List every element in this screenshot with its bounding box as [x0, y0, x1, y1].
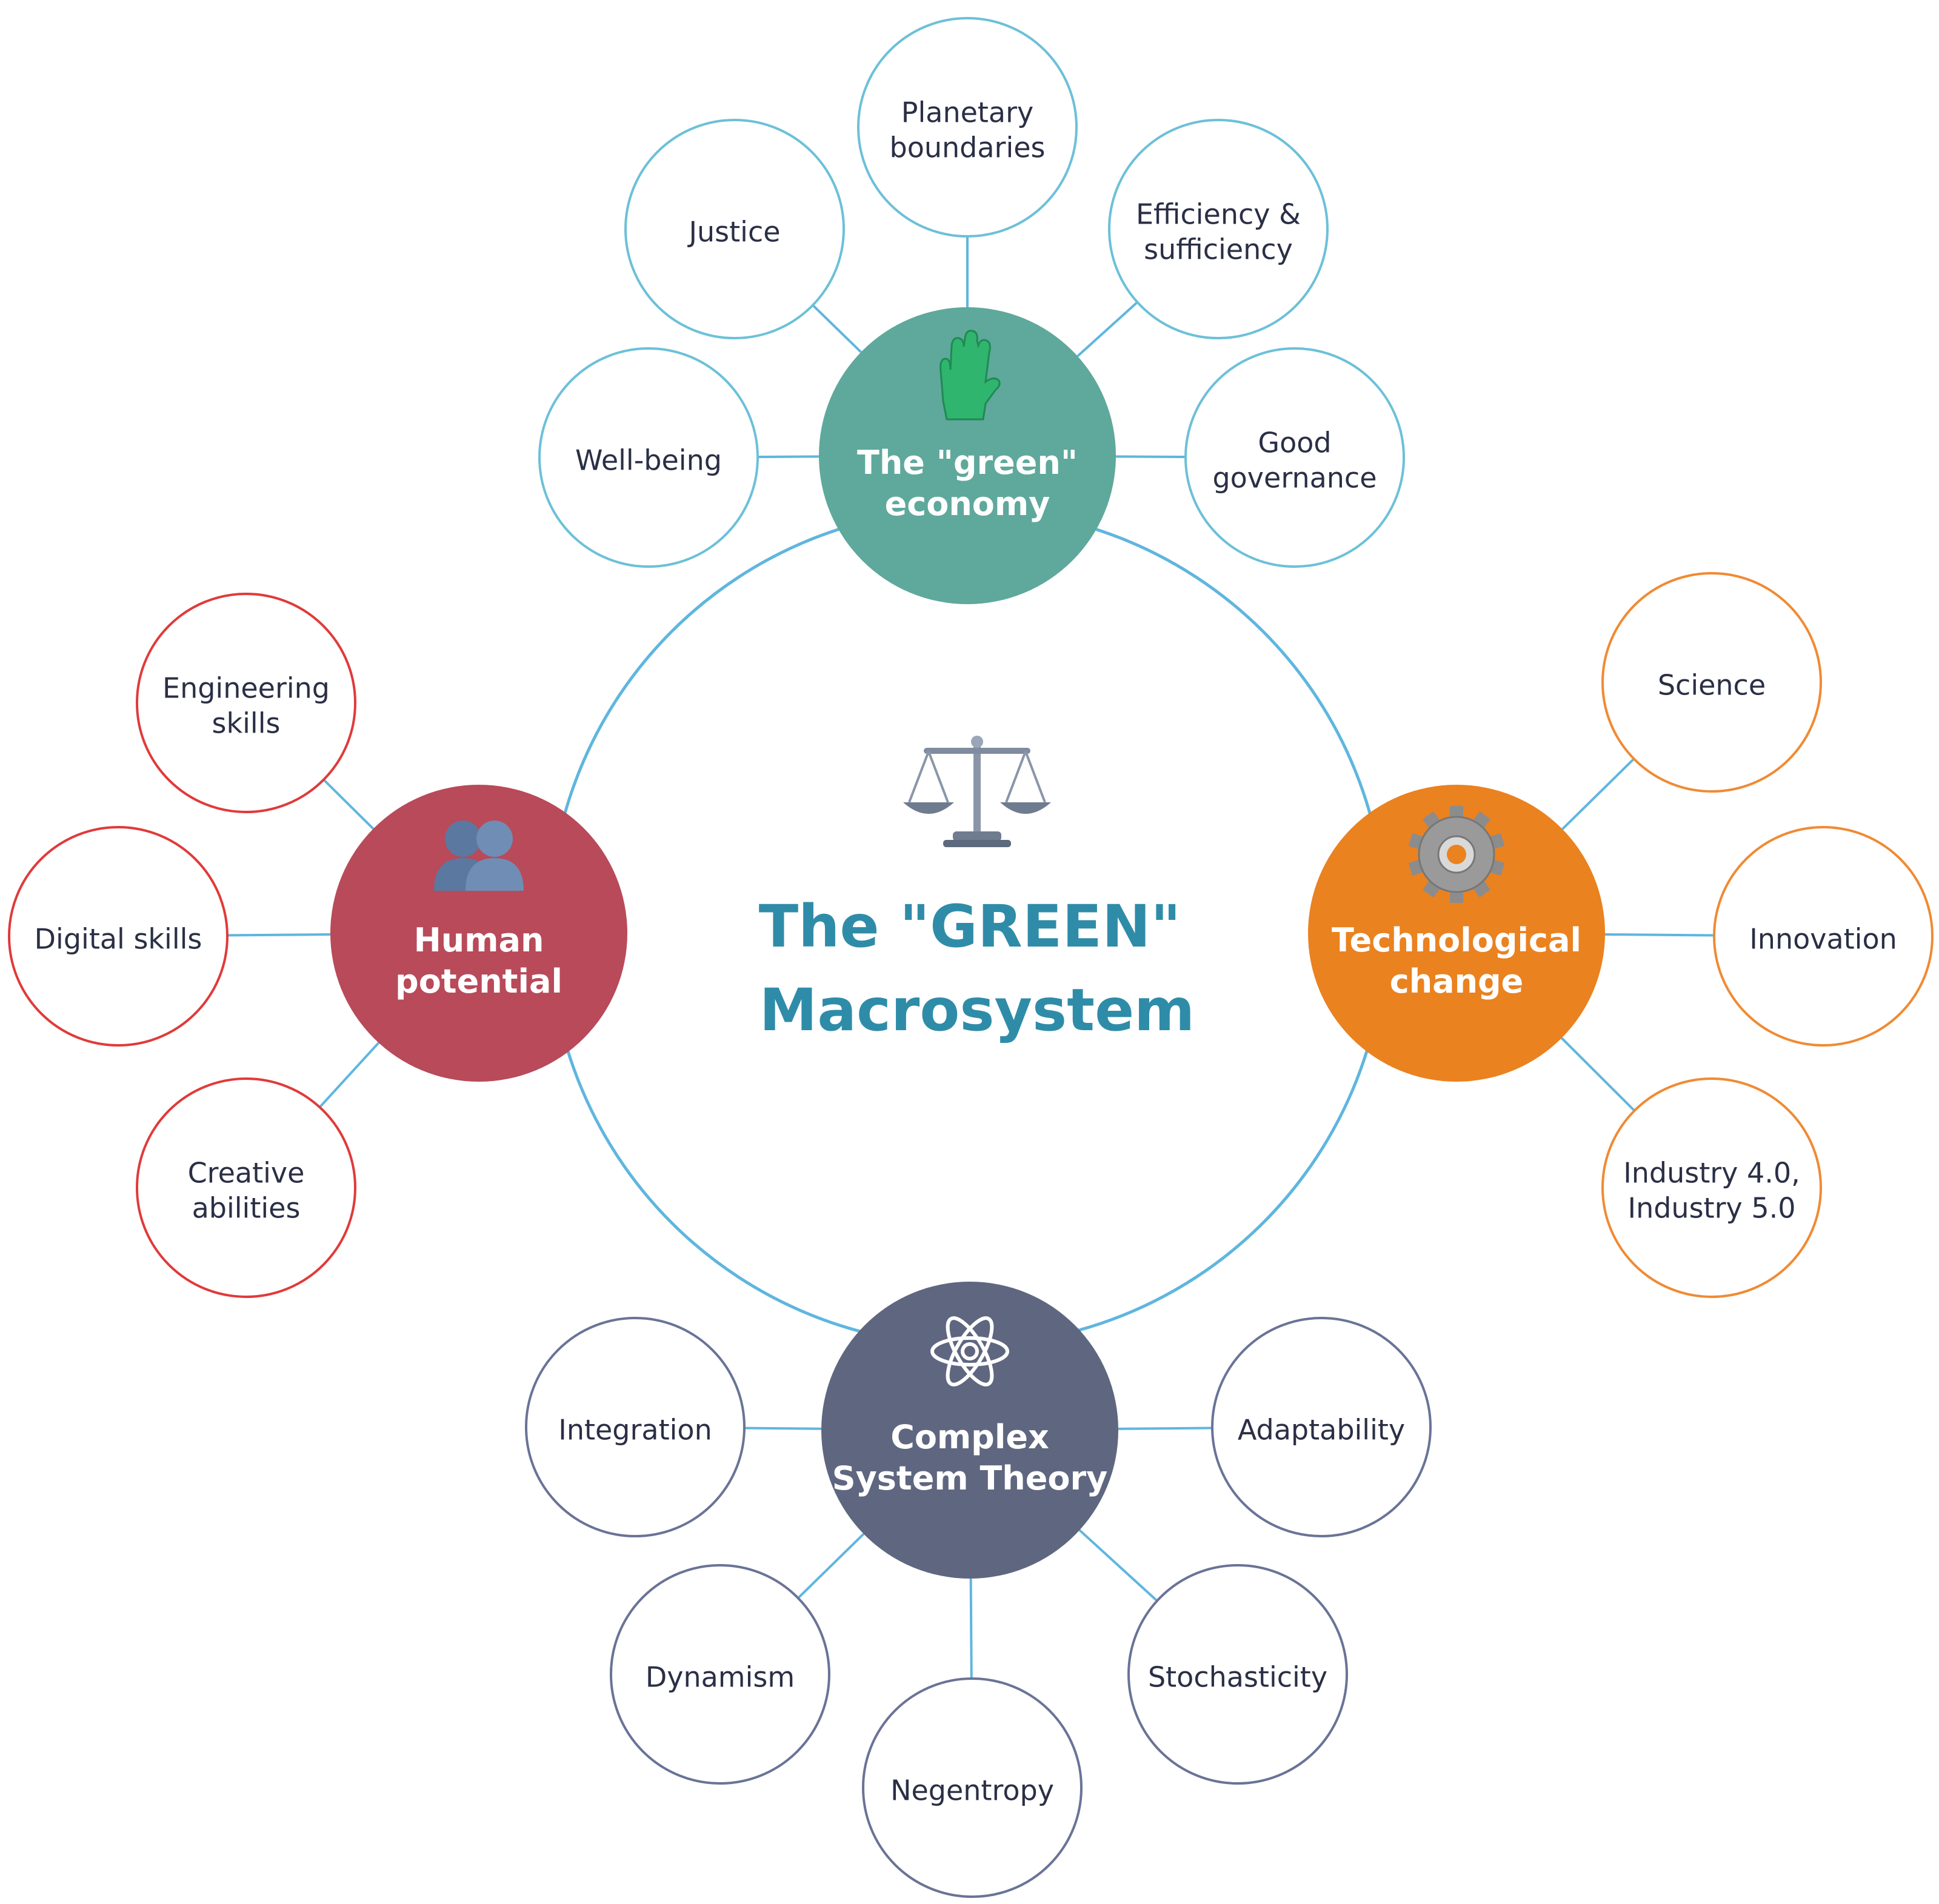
leaf-circle	[1127, 1564, 1348, 1785]
connector-digital-skills	[227, 933, 331, 937]
leaf-label-industry-line-1: Industry 4.0,	[1623, 1156, 1800, 1189]
connector-good-governance	[1115, 455, 1186, 458]
leaf-node-efficiency-sufficiency: Efficiency &sufficiency	[1108, 119, 1329, 339]
leaf-circle	[862, 1677, 1083, 1898]
gear-icon	[1408, 806, 1505, 903]
hub-circle	[330, 785, 627, 1082]
balance-scale-icon	[903, 736, 1051, 847]
connector-adaptability	[1118, 1426, 1213, 1430]
leaf-label-planetary-boundaries-line-2: boundaries	[890, 131, 1046, 164]
connector-industry	[1561, 1037, 1635, 1112]
leaf-circle	[8, 826, 229, 1047]
connector-dynamism	[797, 1533, 865, 1599]
hub-circle	[821, 1282, 1118, 1579]
connector-integration	[744, 1426, 822, 1430]
leaf-node-well-being: Well-being	[538, 347, 759, 568]
hub-green-economy: The "green"economy	[819, 307, 1116, 604]
leaf-label-efficiency-sufficiency-line-1: Efficiency &	[1136, 198, 1301, 230]
hub-label-human-potential-line-2: potential	[395, 962, 562, 1000]
leaf-circle	[857, 17, 1078, 238]
leaf-node-innovation: Innovation	[1713, 826, 1934, 1047]
connector-negentropy	[969, 1578, 973, 1679]
leaf-circle	[1108, 119, 1329, 339]
connectors	[227, 236, 1715, 1679]
hub-label-technological-change-line-1: Technological	[1332, 921, 1581, 959]
leaf-node-justice: Justice	[624, 119, 845, 339]
leaf-label-justice-line-1: Justice	[687, 215, 780, 248]
leaf-circle	[1713, 826, 1934, 1047]
leaf-label-digital-skills-line-1: Digital skills	[35, 922, 202, 955]
leaf-node-digital-skills: Digital skills	[8, 826, 229, 1047]
leaf-circle	[1601, 572, 1822, 793]
leaf-label-dynamism-line-1: Dynamism	[646, 1660, 795, 1693]
leaf-label-industry-line-2: Industry 5.0	[1628, 1191, 1796, 1224]
hub-circle	[819, 307, 1116, 604]
leaf-node-adaptability: Adaptability	[1211, 1317, 1432, 1537]
leaf-label-efficiency-sufficiency-line-2: sufficiency	[1144, 233, 1293, 265]
hub-circle	[1308, 785, 1605, 1082]
leaf-circle	[136, 1077, 356, 1298]
leaf-label-stochasticity-line-1: Stochasticity	[1148, 1660, 1327, 1693]
leaf-label-well-being-line-1: Well-being	[575, 444, 722, 476]
leaf-label-negentropy-line-1: Negentropy	[890, 1774, 1054, 1806]
leaf-label-science-line-1: Science	[1658, 668, 1766, 701]
leaf-node-science: Science	[1601, 572, 1822, 793]
hub-label-technological-change-line-2: change	[1390, 962, 1524, 1000]
connector-well-being	[757, 455, 819, 458]
diagram-title-line-1: The "GREEN"	[759, 893, 1181, 960]
leaf-label-creative-abilities-line-1: Creative	[188, 1156, 305, 1189]
hub-label-green-economy-line-2: economy	[885, 485, 1050, 523]
diagram-title-line-2: Macrosystem	[759, 976, 1195, 1044]
leaf-label-good-governance-line-1: Good	[1258, 426, 1331, 459]
connector-stochasticity	[1078, 1529, 1158, 1602]
leaf-circle	[1184, 347, 1405, 568]
leaf-label-innovation-line-1: Innovation	[1749, 922, 1897, 955]
leaf-node-integration: Integration	[525, 1317, 746, 1537]
connector-engineering-skills	[322, 779, 375, 830]
leaf-label-adaptability-line-1: Adaptability	[1238, 1413, 1405, 1446]
leaf-node-stochasticity: Stochasticity	[1127, 1564, 1348, 1785]
leaf-node-industry: Industry 4.0,Industry 5.0	[1601, 1077, 1822, 1298]
leaf-circle	[610, 1564, 830, 1785]
green-glove-icon	[939, 330, 1001, 421]
connector-innovation	[1604, 933, 1715, 937]
leaf-node-negentropy: Negentropy	[862, 1677, 1083, 1898]
leaf-circle	[624, 119, 845, 339]
leaf-label-engineering-skills-line-1: Engineering	[162, 671, 330, 704]
leaf-circle	[1601, 1077, 1822, 1298]
leaf-label-engineering-skills-line-2: skills	[212, 707, 281, 739]
leaf-circle	[136, 593, 356, 813]
leaf-label-planetary-boundaries-line-1: Planetary	[901, 96, 1034, 128]
leaf-label-creative-abilities-line-2: abilities	[192, 1191, 301, 1224]
hub-label-green-economy-line-1: The "green"	[857, 444, 1078, 482]
leaf-node-dynamism: Dynamism	[610, 1564, 830, 1785]
connector-science	[1561, 757, 1635, 830]
connector-justice	[812, 304, 862, 353]
leaf-circle	[1211, 1317, 1432, 1537]
leaf-label-integration-line-1: Integration	[558, 1413, 712, 1446]
hub-label-complex-system-theory-line-2: System Theory	[832, 1459, 1108, 1497]
leaf-circle	[538, 347, 759, 568]
leaf-circle	[525, 1317, 746, 1537]
leaf-label-good-governance-line-2: governance	[1212, 461, 1377, 494]
hub-label-complex-system-theory-line-1: Complex	[890, 1418, 1049, 1456]
connector-creative-abilities	[318, 1042, 380, 1108]
connector-efficiency-sufficiency	[1076, 301, 1138, 358]
hub-label-human-potential-line-1: Human	[414, 921, 544, 959]
people-icon	[434, 821, 524, 891]
atom-icon	[930, 1316, 1009, 1386]
